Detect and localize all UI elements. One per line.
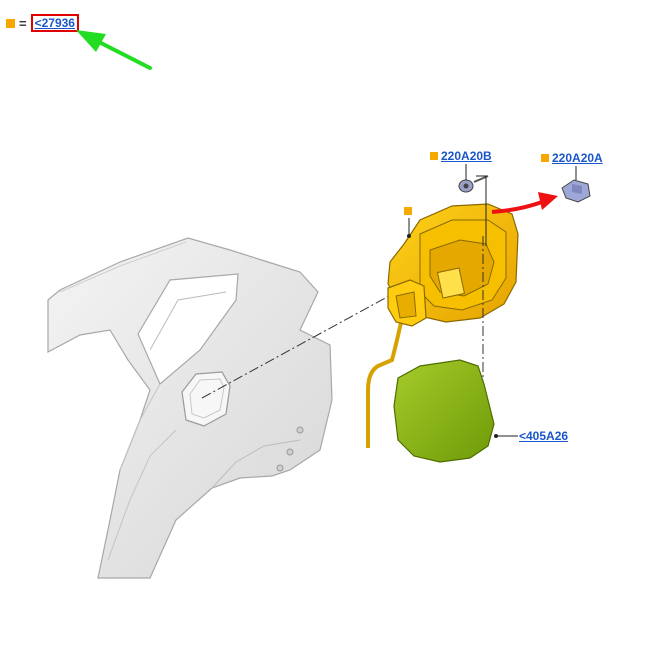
alignment-line	[201, 289, 401, 399]
callout-marker	[430, 152, 438, 160]
leader-lines	[408, 164, 577, 437]
callout-405A26: <405A26	[519, 429, 568, 443]
drain-tube	[366, 317, 404, 448]
legend: = <27936	[6, 14, 79, 32]
legend-marker	[6, 18, 15, 28]
callout-marker	[404, 207, 412, 215]
part-number-link[interactable]: <405A26	[519, 429, 569, 443]
fastener-220A20B	[458, 175, 489, 193]
callout-housing	[404, 207, 412, 215]
callout-220A20B: 220A20B	[430, 149, 492, 163]
filler-housing	[387, 203, 519, 327]
actuator-220A20A	[561, 179, 591, 203]
part-number-link[interactable]: 220A20B	[441, 149, 492, 163]
callout-220A20A: 220A20A	[541, 151, 603, 165]
quarter-panel	[47, 237, 333, 579]
fuel-filler-door	[393, 359, 495, 463]
callout-marker	[541, 154, 549, 162]
part-number-link[interactable]: 220A20A	[552, 151, 603, 165]
legend-equals: =	[19, 15, 27, 31]
pointer-arrow	[76, 30, 152, 70]
reference-link[interactable]: <27936	[30, 14, 79, 32]
direction-arrow	[491, 192, 558, 214]
